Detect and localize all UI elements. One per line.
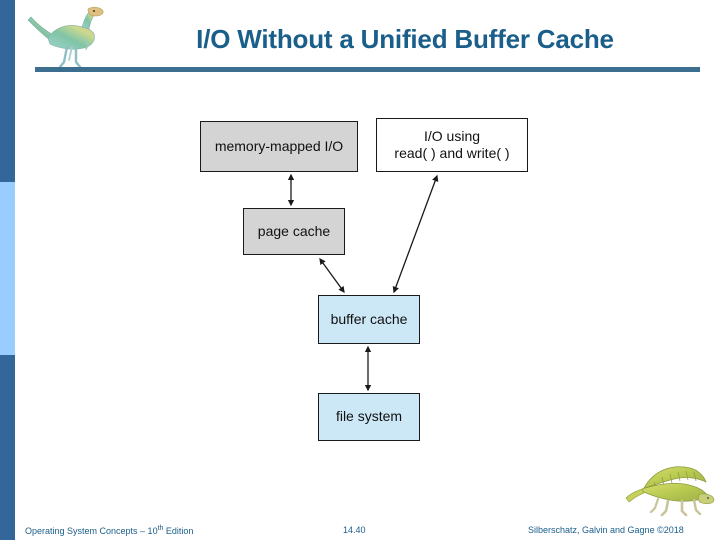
page-title: I/O Without a Unified Buffer Cache [196, 24, 614, 54]
node-page-cache-label: page cache [257, 222, 331, 239]
dimetrodon-logo [625, 466, 715, 517]
footer-edition-text: Operating System Concepts – 10th Edition [25, 525, 193, 536]
sidebar-band-middle [0, 182, 15, 355]
node-memory-mapped-io[interactable]: memory-mapped I/O [200, 121, 358, 172]
sidebar-band-bottom [0, 355, 15, 540]
node-io-line-1: I/O using [423, 127, 481, 144]
node-io-using-read-write-text: I/O using read( ) and write( ) [394, 128, 509, 163]
slide-number: 14.40 [343, 525, 366, 535]
title-underline-rule [35, 67, 700, 72]
node-file-system[interactable]: file system [318, 393, 420, 441]
edge-page-cache-to-buffer-cache [319, 257, 345, 294]
edge-io-rw-to-buffer-cache [392, 174, 439, 294]
node-page-cache[interactable]: page cache [243, 208, 345, 255]
node-buffer-cache-label: buffer cache [330, 310, 408, 327]
dinosaur-logo [27, 6, 104, 69]
footer-edition-ordinal: th [157, 525, 164, 532]
footer-credit: Silberschatz, Galvin and Gagne ©2018 [528, 525, 684, 535]
footer-edition-suffix: Edition [163, 526, 194, 536]
sidebar-band-top [0, 0, 15, 182]
node-io-using-read-write[interactable]: I/O using read( ) and write( ) [376, 118, 528, 172]
footer-edition-prefix: Operating System Concepts – 10 [25, 526, 158, 536]
node-file-system-label: file system [335, 408, 403, 425]
node-io-line-2: read( ) and write( ) [394, 145, 510, 161]
node-memory-mapped-io-label: memory-mapped I/O [214, 137, 344, 154]
node-buffer-cache[interactable]: buffer cache [318, 295, 420, 344]
